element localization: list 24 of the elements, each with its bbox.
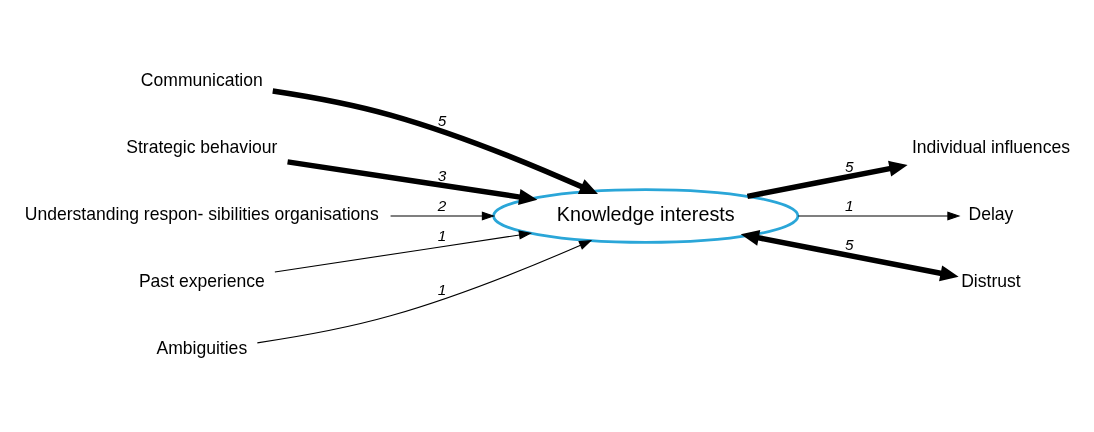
edge-label: 1 [437, 227, 447, 245]
node-text: Distrust [961, 271, 1021, 292]
arrow [746, 160, 908, 200]
edge-label: 1 [437, 281, 447, 299]
arrow [274, 230, 533, 273]
arrow [272, 88, 598, 195]
edge-label: 1 [845, 196, 854, 214]
node-text: Delay [968, 204, 1014, 225]
edge-label: 5 [845, 236, 854, 254]
arrow [256, 240, 593, 344]
node-text: Ambiguities [156, 338, 248, 359]
edge-label: 2 [437, 196, 447, 214]
arrow [797, 211, 961, 221]
node-text: Past experience [138, 271, 265, 292]
arrow [390, 211, 496, 221]
node-text: Individual influences [911, 137, 1070, 158]
arrow [740, 229, 959, 282]
node-text: Communication [140, 70, 263, 91]
edge-label: 5 [437, 112, 447, 130]
node-text: Strategic behaviour [126, 137, 278, 158]
arrow [287, 159, 538, 205]
edge-label: 3 [437, 167, 447, 185]
node-text: Understanding respon- sibilities organisations [24, 204, 379, 225]
edge-label: 5 [845, 158, 854, 176]
